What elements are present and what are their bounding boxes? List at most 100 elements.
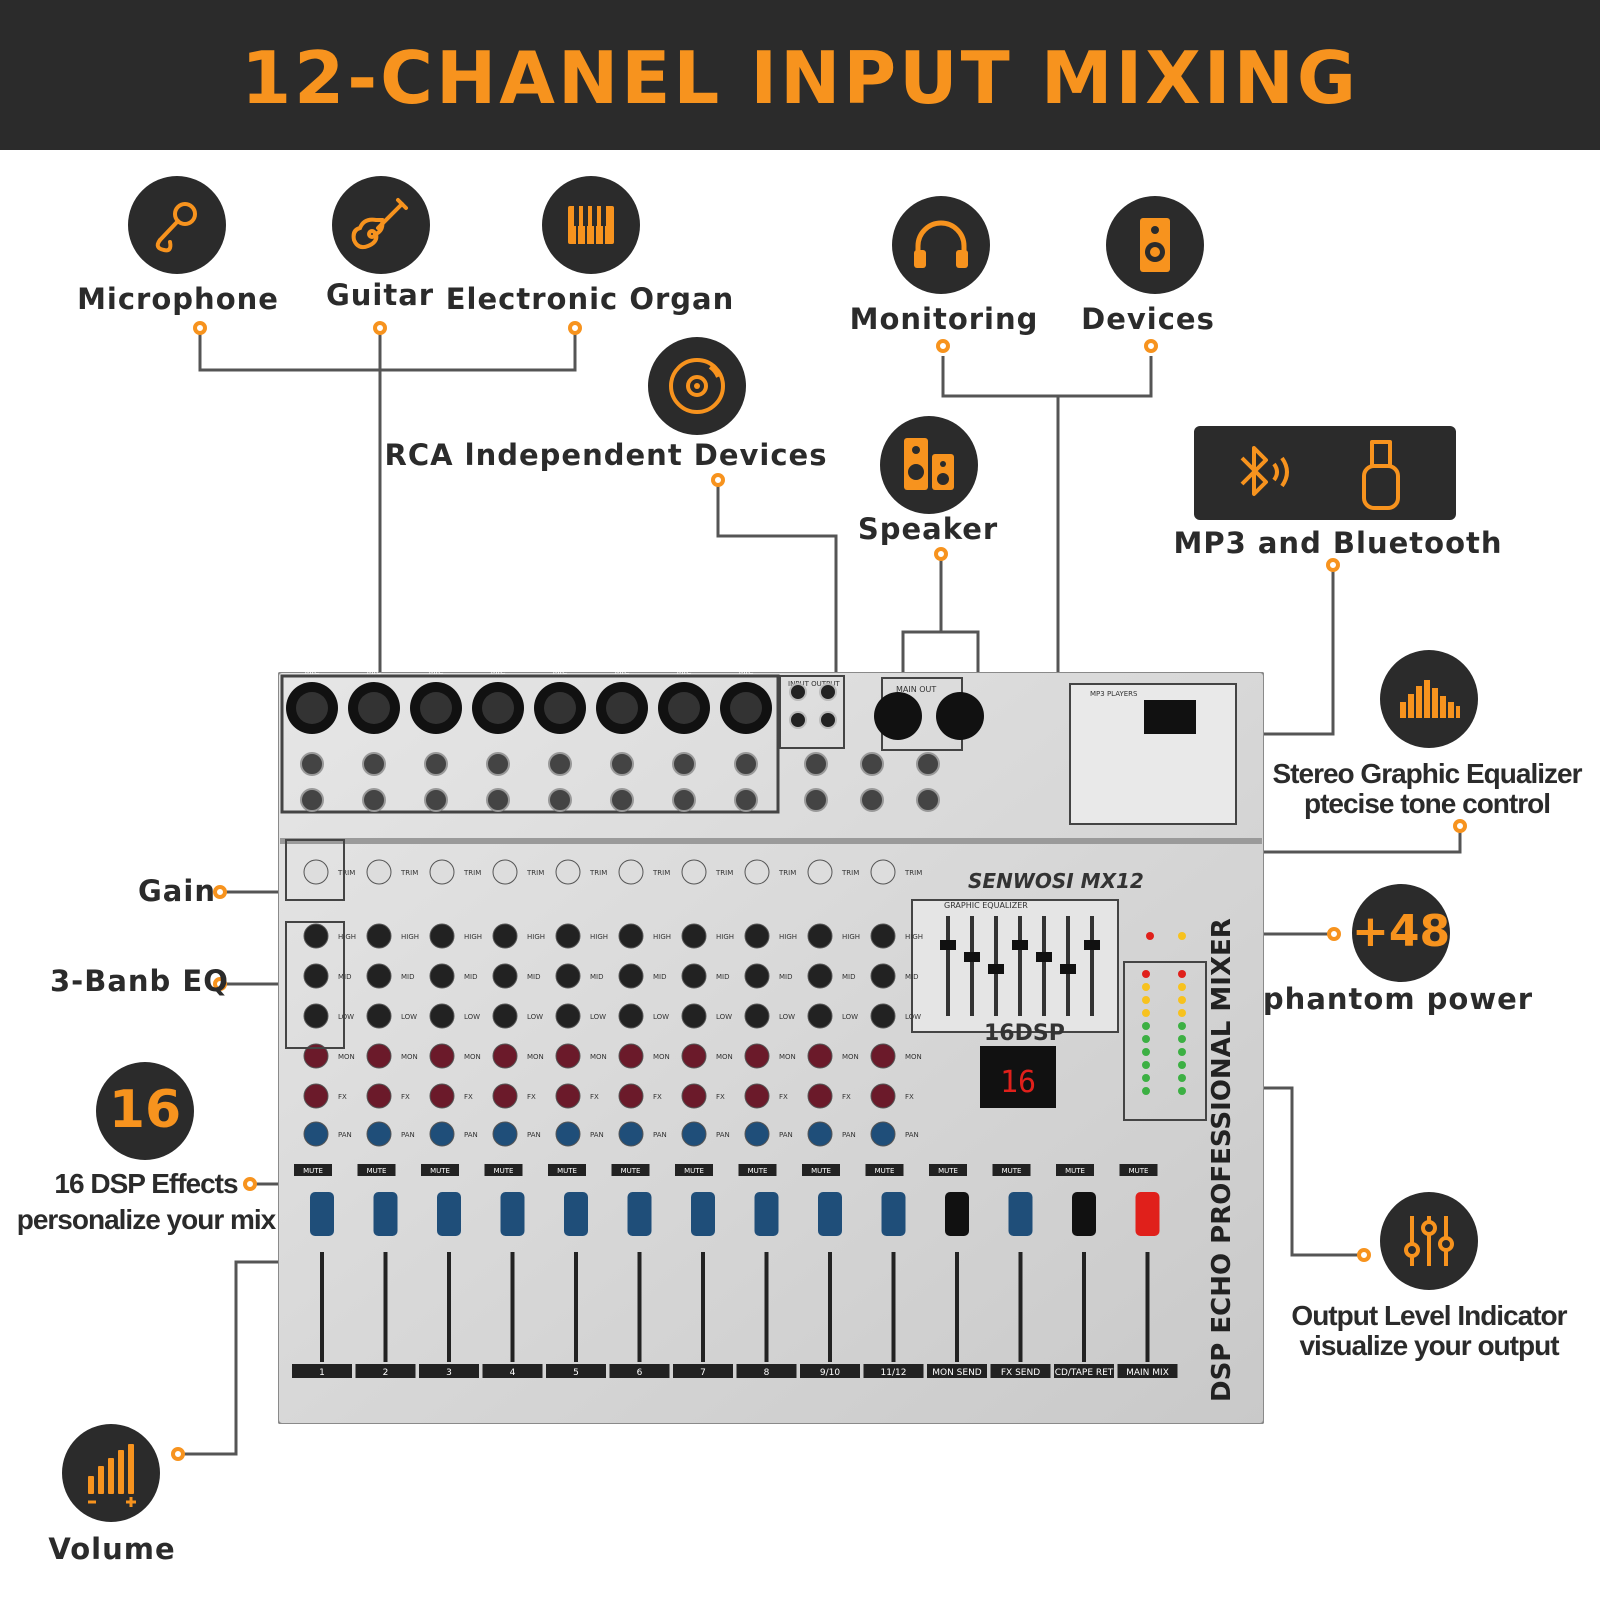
stereo-line-jack[interactable] [916,752,940,776]
mute-button[interactable] [421,1164,459,1176]
rotary-knob[interactable] [807,859,833,885]
rotary-knob[interactable] [744,859,770,885]
rotary-knob[interactable] [492,859,518,885]
rotary-knob[interactable] [870,1083,896,1109]
line-input-jack[interactable] [424,752,448,776]
rotary-knob[interactable] [744,963,770,989]
insert-jack[interactable] [548,788,572,812]
rca-jack[interactable] [819,711,837,729]
rotary-knob[interactable] [681,1043,707,1069]
fader-cap[interactable] [1135,1192,1160,1236]
fader-cap[interactable] [310,1192,334,1236]
rotary-knob[interactable] [618,1121,644,1147]
rotary-knob[interactable] [429,923,455,949]
rotary-knob[interactable] [429,1121,455,1147]
rotary-knob[interactable] [870,1043,896,1069]
rotary-knob[interactable] [744,923,770,949]
fader-cap[interactable] [881,1192,906,1236]
rca-jack[interactable] [789,711,807,729]
rotary-knob[interactable] [492,1083,518,1109]
rotary-knob[interactable] [744,1121,770,1147]
rotary-knob[interactable] [492,1043,518,1069]
fader-cap[interactable] [818,1192,842,1236]
rotary-knob[interactable] [807,963,833,989]
rotary-knob[interactable] [429,1043,455,1069]
mute-button[interactable] [992,1164,1031,1176]
line-input-jack[interactable] [548,752,572,776]
mute-button[interactable] [1056,1164,1094,1176]
rotary-knob[interactable] [429,1003,455,1029]
graphic-eq-slider[interactable] [988,964,1004,974]
rotary-knob[interactable] [870,1003,896,1029]
mute-button[interactable] [929,1164,967,1176]
stereo-line-jack[interactable] [804,752,828,776]
rotary-knob[interactable] [429,1083,455,1109]
rotary-knob[interactable] [618,923,644,949]
rotary-knob[interactable] [870,963,896,989]
rotary-knob[interactable] [303,1003,329,1029]
rotary-knob[interactable] [681,923,707,949]
stereo-line-jack[interactable] [860,752,884,776]
insert-jack[interactable] [362,788,386,812]
fader-cap[interactable] [437,1192,461,1236]
rotary-knob[interactable] [366,1083,392,1109]
line-input-jack[interactable] [734,752,758,776]
rotary-knob[interactable] [492,1003,518,1029]
fader-cap[interactable] [691,1192,715,1236]
mute-button[interactable] [675,1164,713,1176]
insert-jack[interactable] [734,788,758,812]
rotary-knob[interactable] [429,963,455,989]
rotary-knob[interactable] [807,1083,833,1109]
rotary-knob[interactable] [366,1003,392,1029]
rotary-knob[interactable] [681,1121,707,1147]
rotary-knob[interactable] [492,963,518,989]
rotary-knob[interactable] [555,1003,581,1029]
rotary-knob[interactable] [366,1121,392,1147]
insert-jack[interactable] [486,788,510,812]
fader-cap[interactable] [1008,1192,1033,1236]
rotary-knob[interactable] [618,1083,644,1109]
line-input-jack[interactable] [362,752,386,776]
mute-button[interactable] [1119,1164,1158,1176]
rca-jack[interactable] [789,683,807,701]
stereo-line-jack[interactable] [860,788,884,812]
rca-jack[interactable] [819,683,837,701]
rotary-knob[interactable] [807,1003,833,1029]
rotary-knob[interactable] [555,1121,581,1147]
rotary-knob[interactable] [492,923,518,949]
rotary-knob[interactable] [618,859,644,885]
rotary-knob[interactable] [555,1043,581,1069]
mute-button[interactable] [548,1164,586,1176]
main-out-xlr-jack[interactable] [936,692,984,740]
rotary-knob[interactable] [366,963,392,989]
mute-button[interactable] [294,1164,332,1176]
rotary-knob[interactable] [618,1003,644,1029]
rotary-knob[interactable] [870,859,896,885]
mute-button[interactable] [802,1164,840,1176]
rotary-knob[interactable] [807,1043,833,1069]
rotary-knob[interactable] [681,963,707,989]
graphic-eq-slider[interactable] [1060,964,1076,974]
graphic-eq-slider[interactable] [1084,940,1100,950]
rotary-knob[interactable] [303,1121,329,1147]
rotary-knob[interactable] [681,1083,707,1109]
line-input-jack[interactable] [300,752,324,776]
rotary-knob[interactable] [303,923,329,949]
rotary-knob[interactable] [492,1121,518,1147]
rotary-knob[interactable] [555,963,581,989]
insert-jack[interactable] [610,788,634,812]
stereo-line-jack[interactable] [916,788,940,812]
fader-cap[interactable] [945,1192,969,1236]
rotary-knob[interactable] [366,859,392,885]
mute-button[interactable] [611,1164,650,1176]
mute-button[interactable] [484,1164,523,1176]
stereo-line-jack[interactable] [804,788,828,812]
rotary-knob[interactable] [429,859,455,885]
rotary-knob[interactable] [303,963,329,989]
rotary-knob[interactable] [303,859,329,885]
rotary-knob[interactable] [744,1003,770,1029]
fader-cap[interactable] [564,1192,588,1236]
main-out-xlr-jack[interactable] [874,692,922,740]
line-input-jack[interactable] [672,752,696,776]
rotary-knob[interactable] [870,1121,896,1147]
